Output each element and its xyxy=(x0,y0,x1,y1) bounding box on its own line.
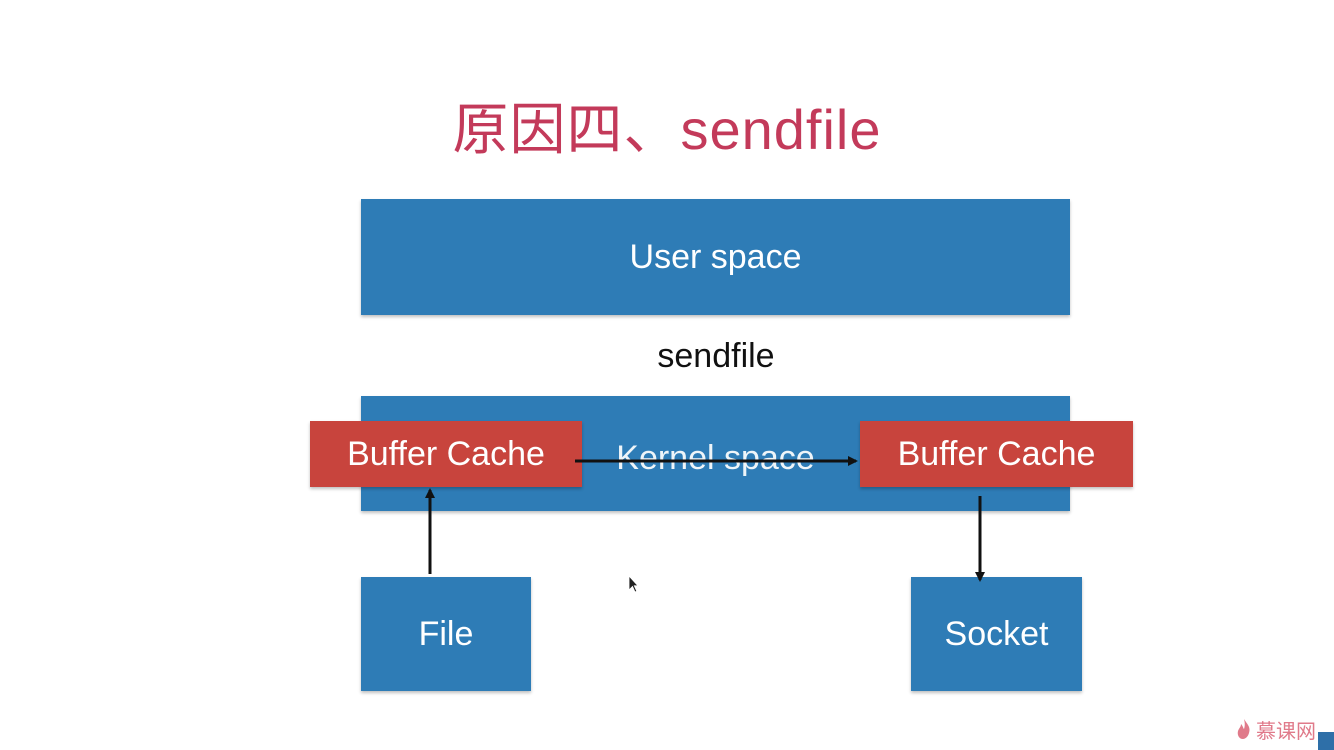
buffer-cache-right-label: Buffer Cache xyxy=(897,434,1096,473)
kernel-space-label: Kernel space xyxy=(616,438,815,477)
buffer-cache-left-box: Buffer Cache xyxy=(310,421,582,487)
watermark-text: 慕课网 xyxy=(1256,720,1316,743)
buffer-cache-left-label: Buffer Cache xyxy=(347,434,545,473)
sendfile-label: sendfile xyxy=(657,337,775,375)
slide-title: 原因四、sendfile xyxy=(452,98,882,161)
watermark: 慕课网 xyxy=(1236,714,1322,744)
buffer-cache-right-box: Buffer Cache xyxy=(860,421,1133,487)
socket-label: Socket xyxy=(944,614,1049,653)
flame-logo-icon xyxy=(1237,719,1250,739)
mouse-cursor-icon xyxy=(628,575,638,593)
socket-box: Socket xyxy=(911,577,1082,691)
corner-block xyxy=(1318,732,1334,750)
user-space-label: User space xyxy=(629,237,802,276)
file-box: File xyxy=(361,577,531,691)
file-label: File xyxy=(418,614,474,653)
user-space-box: User space xyxy=(361,199,1070,315)
